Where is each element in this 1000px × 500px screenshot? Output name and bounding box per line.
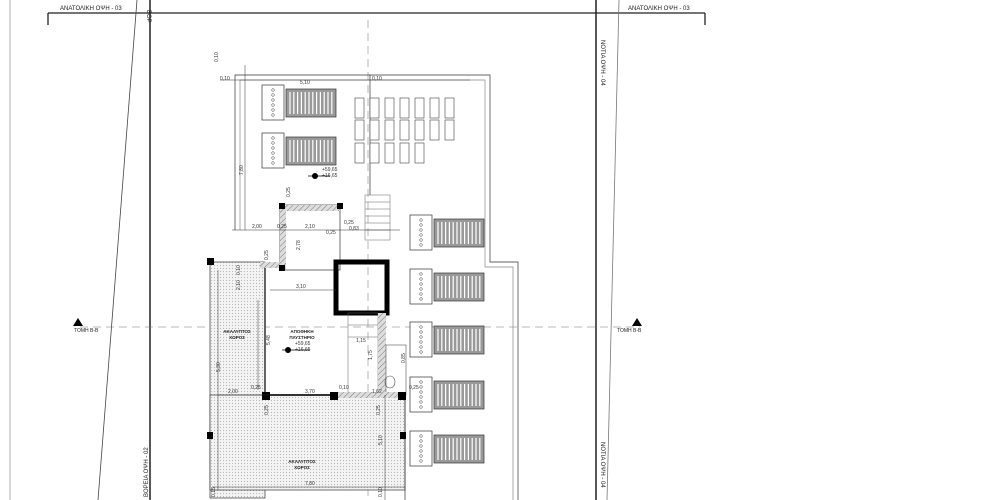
dimension-label: 1,15	[356, 338, 366, 344]
dimension-label: 0,25	[376, 405, 382, 415]
solar-panel	[399, 97, 410, 119]
solar-panel	[354, 142, 365, 164]
dimension-label: 0,85	[401, 353, 407, 363]
dimension-label: 0,10	[236, 265, 242, 275]
dimension-label: 1,75	[368, 350, 374, 360]
dimension-lines	[212, 65, 470, 500]
dimension-label: 0,25	[286, 187, 292, 197]
room-label-storage: ΑΠΟΘΗΚΗ	[290, 329, 313, 334]
ac-unit	[409, 214, 485, 251]
solar-panel	[354, 97, 365, 119]
dimension-label: 0,25	[264, 250, 270, 260]
dimension-label: 2,00	[252, 224, 262, 230]
section-marker-left-icon	[73, 318, 83, 326]
solar-panel	[369, 119, 380, 141]
ac-unit	[261, 132, 337, 169]
ac-unit	[261, 84, 337, 121]
ac-units	[261, 84, 485, 467]
solar-panel	[384, 119, 395, 141]
elevation-label-south-top: ΝΟΤΙΑ ΟΨΗ - 04	[599, 40, 605, 86]
solar-panel	[414, 97, 425, 119]
ac-unit	[409, 430, 485, 467]
solar-panels	[354, 97, 455, 164]
section-label-right: ΤΟΜΗ Β-Β	[617, 328, 642, 334]
elevation-label-south-bottom: ΝΟΤΙΑ ΟΨΗ - 04	[599, 442, 605, 488]
room-label-storage: ΠΛΥΣΤΗΡΙΟ	[289, 335, 315, 340]
solar-panel	[384, 97, 395, 119]
level-value: +16,65	[295, 347, 311, 353]
solar-panel	[384, 142, 395, 164]
stair-core	[207, 194, 407, 439]
dimension-label: 5,10	[300, 80, 310, 86]
solar-panel	[369, 97, 380, 119]
dimension-label: 0,10	[220, 76, 230, 82]
elevation-label-east-right: ΑΝΑΤΟΛΙΚΗ ΟΨΗ - 03	[628, 6, 690, 12]
dimension-label: 3,70	[305, 389, 315, 395]
dimension-label: 0,15	[211, 487, 217, 497]
room-label-open-space: ΧΩΡΟΣ	[229, 335, 245, 340]
dimension-label: 2,10	[236, 280, 242, 290]
room-label-open-space: ΑΚΑΛΥΠΤΟΣ	[223, 329, 251, 334]
dimension-label: 0,10	[372, 76, 382, 82]
level-value: +16,65	[322, 173, 338, 179]
solar-panel	[354, 119, 365, 141]
section-marker-right-icon	[632, 318, 642, 326]
elevation-label-east-left: ΑΝΑΤΟΛΙΚΗ ΟΨΗ - 03	[60, 6, 122, 12]
dimension-label: 5,10	[378, 435, 384, 445]
dimension-label: 0,25	[409, 385, 419, 391]
room-label-open-space-lower: ΧΩΡΟΣ	[294, 465, 310, 470]
dimension-label: 5,30	[216, 362, 222, 372]
solar-panel	[444, 97, 455, 119]
dimension-label: 2,00	[228, 389, 238, 395]
solar-panel	[429, 97, 440, 119]
solar-panel	[444, 119, 455, 141]
property-line-left	[97, 0, 138, 500]
ac-unit	[409, 268, 485, 305]
level-marker-storage: +59,65 +16,65	[282, 341, 311, 353]
dimension-labels: 0,10 0,10 5,10 0,10 7,80 0,25 2,00 0,25 2,10 0,25…	[211, 52, 419, 497]
dimension-label: 0,25	[264, 405, 270, 415]
dimension-label: 2,78	[296, 240, 302, 250]
room-label-open-space-lower: ΑΚΑΛΥΠΤΟΣ	[288, 459, 316, 464]
dimension-label: 0,25	[251, 385, 261, 391]
dimension-label: 1,62	[372, 389, 382, 395]
level-marker-roof: +59,65 +16,65	[308, 167, 338, 179]
toilet-icon	[384, 375, 396, 389]
property-line-right	[606, 0, 620, 500]
dimension-label: 2,10	[305, 224, 315, 230]
elevation-label-north-bottom: ΒΟΡΕΙΑ ΟΨΗ - 02	[144, 447, 150, 497]
dimension-label: 7,80	[305, 481, 315, 487]
ac-unit	[409, 321, 485, 358]
dimension-label: 7,80	[239, 165, 245, 175]
dimension-label: 0,10	[339, 385, 349, 391]
dimension-label: 0,25	[277, 224, 287, 230]
dimension-label: 0,10	[214, 52, 220, 62]
sheet-frame	[9, 0, 706, 500]
level-value: +59,65	[322, 167, 338, 173]
ac-unit	[409, 376, 485, 413]
dimension-label: 0,25	[344, 220, 354, 226]
elevation-label-north-top: ΒΟΡ	[145, 10, 151, 23]
solar-panel	[369, 142, 380, 164]
roof-outline	[209, 74, 519, 500]
wc	[385, 344, 407, 396]
section-label-left: ΤΟΜΗ Β-Β	[74, 328, 99, 334]
solar-panel	[429, 119, 440, 141]
dimension-label: 0,83	[349, 226, 359, 232]
elevator-shaft	[333, 259, 390, 316]
solar-panel	[399, 119, 410, 141]
level-value: +59,65	[295, 341, 311, 347]
solar-panel	[414, 119, 425, 141]
dimension-label: 0,25	[326, 230, 336, 236]
dimension-label: 5,48	[266, 335, 272, 345]
dimension-label: 3,10	[296, 284, 306, 290]
solar-panel	[414, 142, 425, 164]
solar-panel	[399, 142, 410, 164]
dimension-label: 0,10	[378, 487, 384, 497]
